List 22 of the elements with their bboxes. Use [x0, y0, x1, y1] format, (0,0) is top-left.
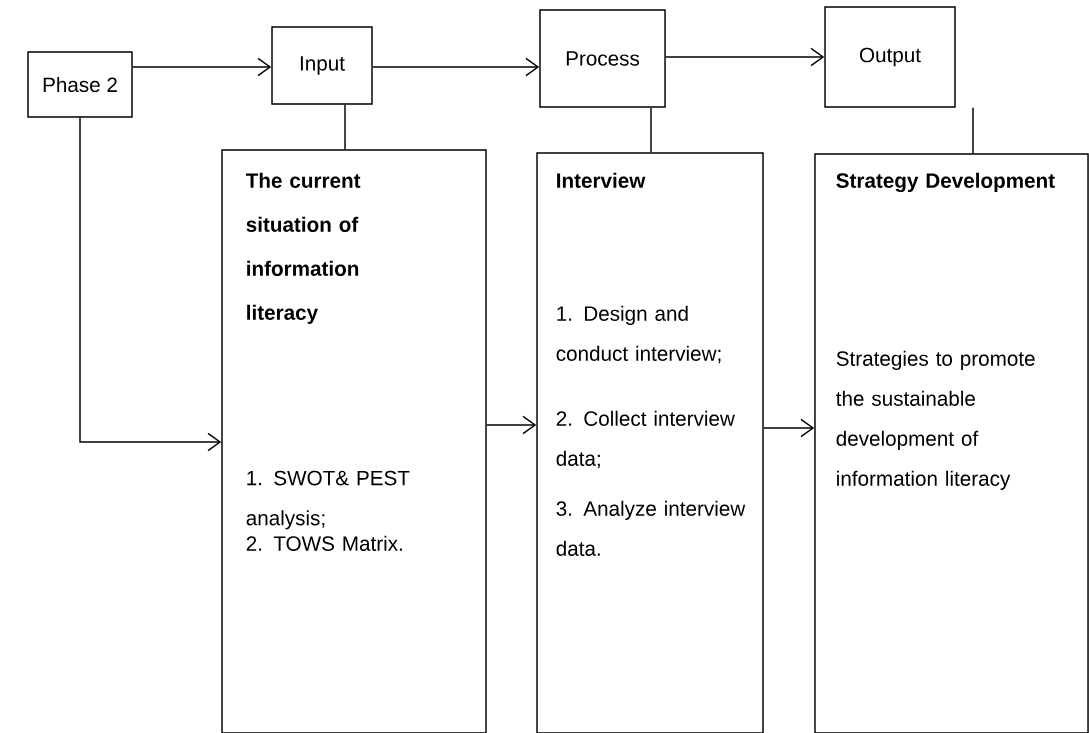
list-item: 2. Collect interview data;	[556, 410, 735, 469]
list-item: 3. Analyze interview data.	[556, 500, 746, 556]
process-box: Phase 2	[27, 51, 133, 118]
list-item: 1. Design and conduct interview;	[556, 305, 721, 364]
heading: Interview	[557, 172, 646, 188]
arrow	[79, 117, 222, 452]
arrow	[132, 57, 272, 77]
text-box	[814, 153, 1089, 733]
process-box: Process	[539, 9, 666, 108]
arrow	[372, 57, 540, 77]
process-box: Output	[824, 6, 956, 108]
arrow	[763, 418, 815, 438]
list-item: Strategies to promote the sustainable development of information literacy	[836, 350, 1035, 490]
text-box	[536, 152, 764, 733]
arrow	[665, 47, 825, 67]
heading: Strategy Development	[836, 172, 1055, 193]
process-box: Input	[271, 26, 373, 105]
list-item: 1. SWOT& PEST analysis;	[246, 470, 410, 530]
arrow	[486, 415, 537, 435]
list-item: 2. TOWS Matrix.	[246, 535, 402, 551]
heading: The current situation of information literacy	[245, 172, 361, 324]
text-box	[221, 149, 487, 733]
